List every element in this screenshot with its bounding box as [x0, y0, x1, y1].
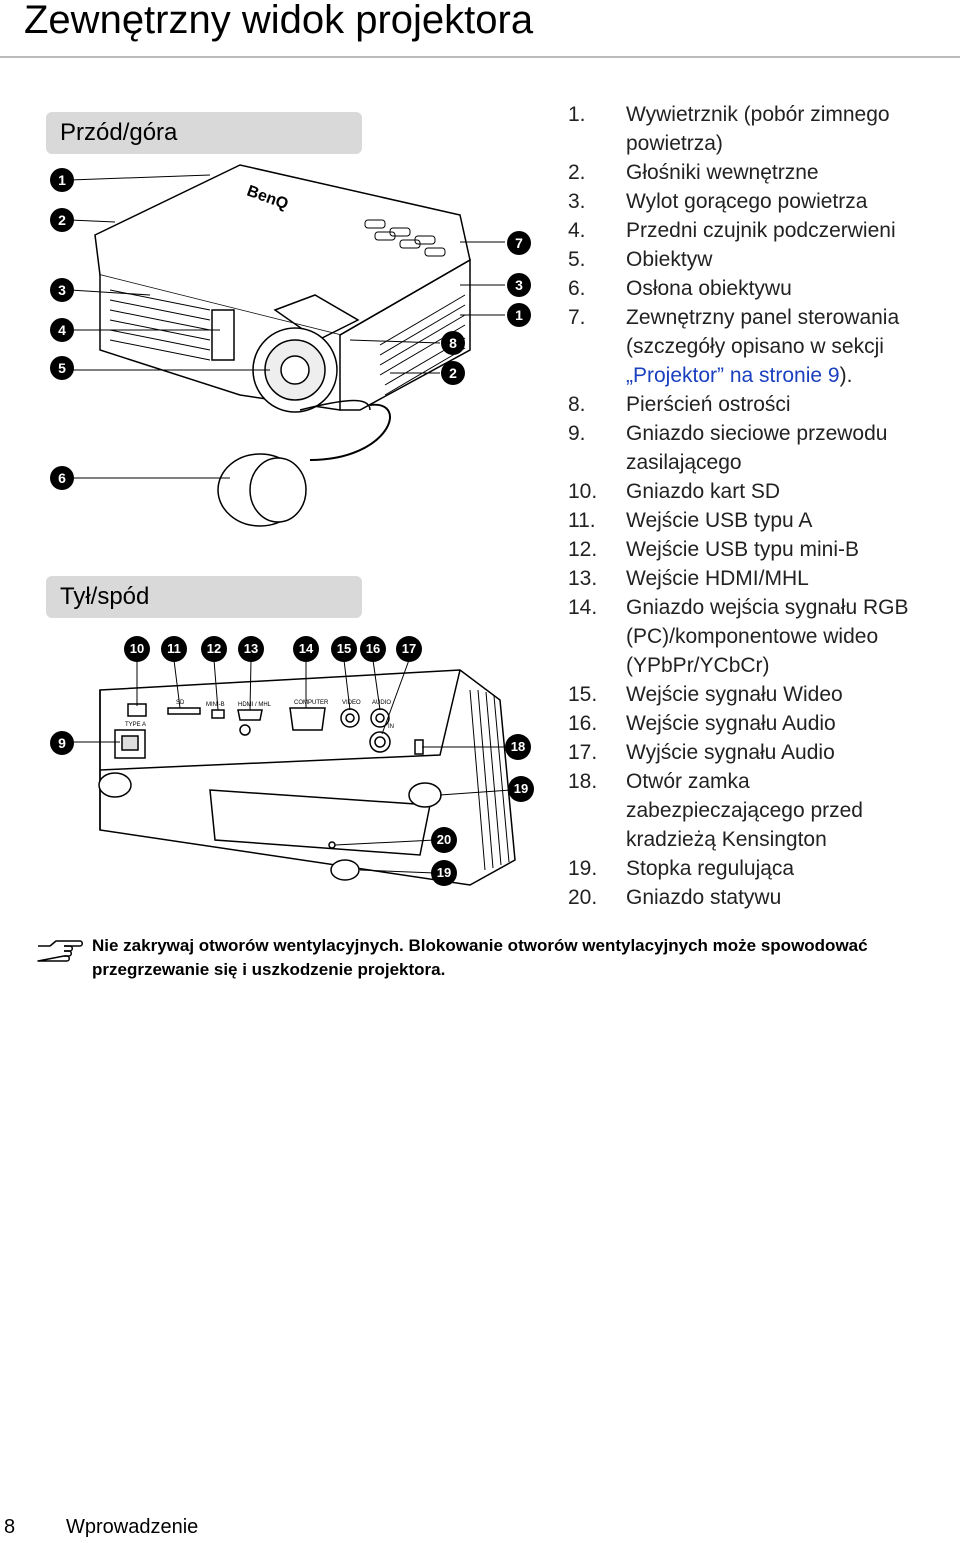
label-mini-b: MINI-B: [206, 702, 225, 708]
projector-front-diagram: BenQ: [69, 164, 505, 527]
list-item: 12.Wejście USB typu mini-B: [568, 538, 860, 561]
list-item: 10.Gniazdo kart SD: [568, 480, 781, 503]
callout-front-2b: 2: [441, 361, 465, 385]
callout-back-19b: 19: [431, 860, 457, 886]
section-front-top: Przód/góra: [46, 112, 362, 154]
callout-back-16: 16: [360, 636, 386, 662]
list-item: 15.Wejście sygnału Wideo: [568, 683, 843, 706]
page-number: 8: [4, 1516, 16, 1538]
list-item: 14.Gniazdo wejścia sygnału RGB(PC)/kompo…: [568, 596, 909, 677]
callout-back-14: 14: [293, 636, 319, 662]
list-item: 2.Głośniki wewnętrzne: [568, 161, 819, 184]
projector-page-link[interactable]: „Projektor” na stronie 9: [626, 364, 840, 387]
list-item: 20.Gniazdo statywu: [568, 886, 782, 909]
callout-back-11: 11: [161, 636, 187, 662]
section-back-bottom: Tył/spód: [46, 576, 362, 618]
callout-front-5: 5: [50, 356, 74, 380]
callout-front-4: 4: [50, 318, 74, 342]
callout-front-3b: 3: [507, 273, 531, 297]
list-item: 19.Stopka regulująca: [568, 857, 795, 880]
callout-front-3: 3: [50, 278, 74, 302]
list-item: 11.Wejście USB typu A: [568, 509, 813, 532]
callout-front-1b: 1: [507, 303, 531, 327]
projector-back-diagram: TYPE A SD MINI-B HDMI / MHL COMPUTER VID…: [70, 659, 516, 886]
list-item: 8.Pierścień ostrości: [568, 393, 791, 416]
callout-front-7: 7: [507, 231, 531, 255]
callout-front-6: 6: [50, 466, 74, 490]
label-type-a: TYPE A: [125, 722, 146, 728]
label-computer: COMPUTER: [294, 700, 329, 706]
label-hdmi: HDMI / MHL: [238, 702, 272, 708]
callout-back-9: 9: [50, 731, 74, 755]
label-sd: SD: [176, 700, 185, 706]
list-item: 6.Osłona obiektywu: [568, 277, 792, 300]
list-item: 13.Wejście HDMI/MHL: [568, 567, 809, 590]
page-title: Zewnętrzny widok projektora: [24, 0, 534, 42]
footer-section: Wprowadzenie: [66, 1516, 199, 1538]
list-item: 7.Zewnętrzny panel sterowania(szczegóły …: [568, 306, 900, 387]
title-divider: [0, 56, 960, 58]
list-item: 16.Wejście sygnału Audio: [568, 712, 836, 735]
callout-front-2: 2: [50, 208, 74, 232]
list-item: 17.Wyjście sygnału Audio: [568, 741, 835, 764]
callout-back-20: 20: [431, 827, 457, 853]
callout-back-13: 13: [238, 636, 264, 662]
list-item: 4.Przedni czujnik podczerwieni: [568, 219, 896, 242]
list-item: 5.Obiektyw: [568, 248, 713, 271]
callout-front-8: 8: [441, 331, 465, 355]
label-audio: AUDIO: [372, 700, 391, 706]
label-audio-in: IN: [388, 724, 394, 730]
list-item: 3.Wylot gorącego powietrza: [568, 190, 868, 213]
callout-back-17: 17: [396, 636, 422, 662]
callout-back-15: 15: [331, 636, 357, 662]
callout-back-10: 10: [124, 636, 150, 662]
note-text: Nie zakrywaj otworów wentylacyjnych. Blo…: [92, 936, 868, 979]
pointing-hand-icon: [37, 940, 83, 962]
callout-front-1: 1: [50, 168, 74, 192]
callout-back-12: 12: [201, 636, 227, 662]
callout-back-19: 19: [508, 776, 534, 802]
label-video: VIDEO: [342, 700, 361, 706]
callout-back-18: 18: [505, 734, 531, 760]
